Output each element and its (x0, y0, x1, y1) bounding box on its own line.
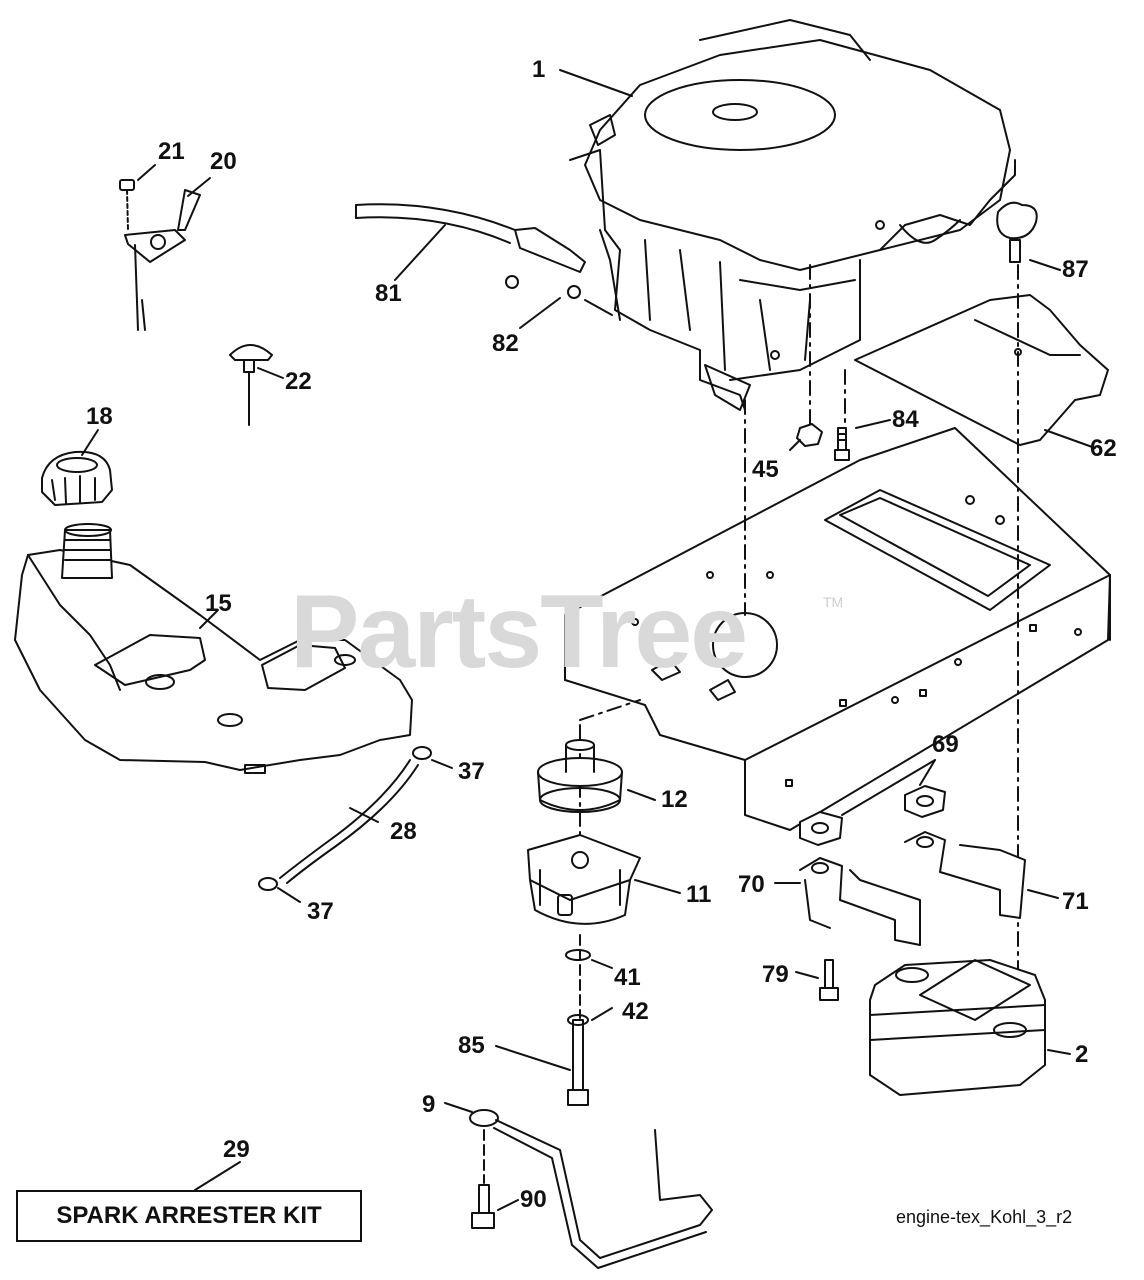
callout-11: 11 (686, 881, 712, 908)
callout-9: 9 (422, 1091, 436, 1118)
callout-42: 42 (622, 998, 649, 1025)
muffler-part-2 (869, 959, 1046, 1096)
pulley-part-12 (537, 739, 623, 813)
bolt-part-21 (119, 179, 135, 231)
callout-81: 81 (375, 280, 402, 307)
washer-part-41 (565, 949, 591, 961)
callout-84: 84 (892, 406, 919, 433)
trademark-mark: TM (823, 594, 844, 610)
knob-part-22 (229, 344, 273, 426)
callout-82: 82 (492, 330, 519, 357)
callout-21: 21 (158, 138, 185, 165)
engine-part-1 (569, 19, 1016, 411)
callout-22: 22 (285, 368, 312, 395)
clamp-part-37-upper (412, 746, 432, 760)
callout-45: 45 (752, 456, 779, 483)
bolt-part-90 (471, 1184, 495, 1229)
knob-bolt-part-87 (996, 201, 1038, 263)
spark-arrester-kit-label: SPARK ARRESTER KIT (16, 1190, 362, 1242)
callout-90: 90 (520, 1186, 547, 1213)
diagram-reference-code: engine-tex_Kohl_3_r2 (896, 1207, 1073, 1227)
callout-15: 15 (205, 590, 232, 617)
callout-12: 12 (661, 786, 688, 813)
frame-deck-plate (564, 427, 1111, 831)
gasket-part-69 (799, 785, 946, 846)
callout-87: 87 (1062, 256, 1089, 283)
callout-69: 69 (932, 731, 959, 758)
throttle-control-part-20 (124, 189, 201, 331)
fuel-tank-part-15 (14, 523, 413, 774)
clutch-part-11 (527, 834, 641, 925)
callout-28: 28 (390, 818, 417, 845)
fuel-line-part-28 (279, 759, 419, 884)
bolt-part-84 (834, 427, 850, 461)
callout-70: 70 (738, 871, 765, 898)
fuel-hose-part-81 (355, 203, 516, 244)
watermark: PartsTree (290, 574, 748, 690)
callout-18: 18 (86, 403, 113, 430)
bolt-part-85 (567, 1019, 589, 1106)
callout-2: 2 (1075, 1041, 1089, 1068)
callout-20: 20 (210, 148, 237, 175)
exhaust-manifold-part-71 (904, 831, 1026, 919)
exhaust-manifold-part-70 (799, 857, 921, 946)
rod-part-9 (469, 1109, 713, 1269)
callout-71: 71 (1062, 888, 1089, 915)
callout-41: 41 (614, 964, 641, 991)
callout-62: 62 (1090, 435, 1117, 462)
callout-29: 29 (223, 1136, 250, 1163)
spark-arrester-kit-text: SPARK ARRESTER KIT (56, 1202, 322, 1229)
fuel-filter-part-82 (505, 227, 586, 299)
callout-85: 85 (458, 1032, 485, 1059)
bolt-part-79 (819, 959, 839, 1001)
callout-1: 1 (532, 56, 546, 83)
callout-79: 79 (762, 961, 789, 988)
fuel-cap-part-18 (41, 450, 113, 506)
clamp-part-37-lower (258, 877, 278, 891)
callout-37-lower: 37 (307, 898, 334, 925)
nut-part-45 (796, 423, 823, 447)
callout-37-upper: 37 (458, 758, 485, 785)
heat-shield-part-62 (854, 294, 1109, 446)
